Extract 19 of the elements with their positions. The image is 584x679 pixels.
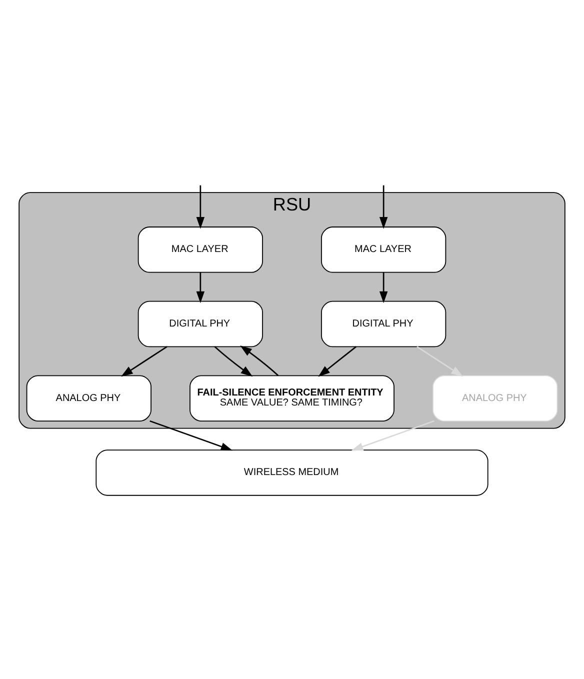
- node-box: ANALOG PHY: [26, 374, 152, 421]
- node-box: MAC LAYER: [138, 226, 263, 272]
- node-box: WIRELESS MEDIUM: [96, 449, 488, 496]
- node-box: ANALOG PHY: [432, 374, 558, 421]
- arrow: [379, 272, 388, 303]
- node-box: DIGITAL PHY: [321, 300, 446, 347]
- arrow: [240, 344, 279, 376]
- arrow: [196, 272, 205, 303]
- node-box: FAIL-SILENCE ENFORCEMENT ENTITY SAME VALUE? SAME TIMING?: [190, 374, 394, 421]
- node-box: MAC LAYER: [321, 226, 446, 272]
- arrow: [416, 346, 463, 376]
- arrow: [214, 346, 253, 376]
- arrow: [150, 420, 233, 450]
- arrow: [196, 184, 205, 228]
- arrow: [121, 346, 168, 376]
- arrow: [318, 346, 357, 376]
- node-box: DIGITAL PHY: [138, 300, 263, 347]
- arrow: [351, 420, 434, 450]
- arrow: [379, 184, 388, 228]
